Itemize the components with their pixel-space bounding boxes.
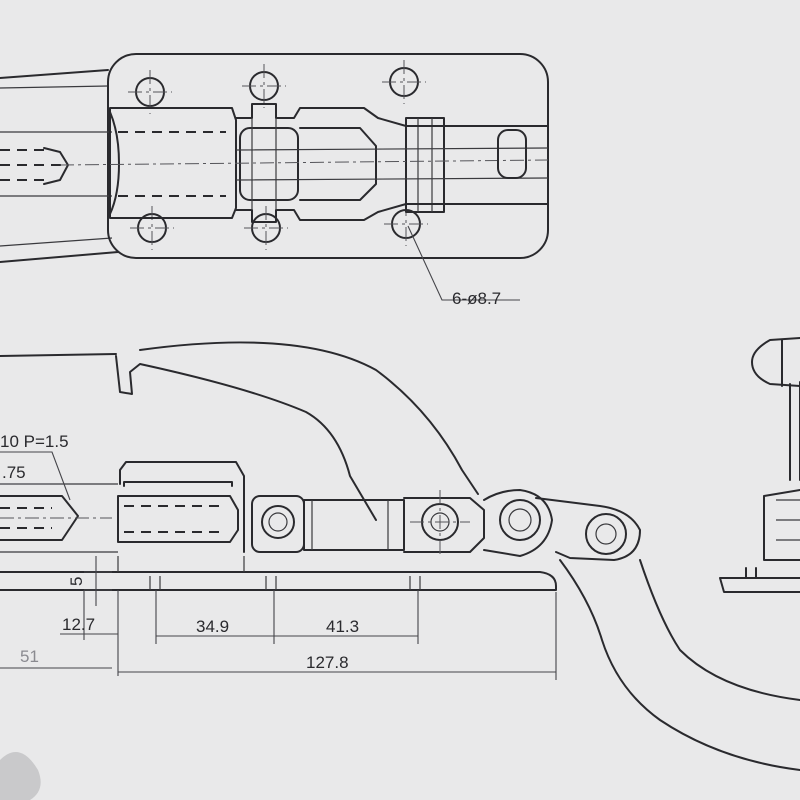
dim-12-7-lines — [60, 590, 119, 676]
end-view-post — [789, 381, 800, 481]
arm-pivot-pin — [499, 499, 541, 541]
mounting-hole — [130, 206, 174, 250]
lever-arm — [535, 497, 641, 561]
dimensions: 10 P=1.5 .75 5 12.7 51 34.9 41.3 127.8 — [0, 432, 557, 680]
dim-34-9-lines — [155, 590, 275, 644]
dim-51-label: 51 — [20, 647, 39, 666]
thread-depth-label: .75 — [2, 463, 26, 482]
middle-link-lines — [311, 500, 389, 550]
top-view: 6-ø8.7 — [0, 53, 549, 308]
dim-5-lines — [84, 556, 112, 606]
swept-handle-upper — [559, 559, 800, 771]
dim-127-8-lines — [118, 592, 557, 680]
base-hole-marks — [149, 576, 421, 590]
end-view-base — [719, 577, 800, 593]
hole-spec-label: 6-ø8.7 — [452, 289, 501, 308]
base-ticks — [117, 556, 245, 572]
end-view-feet — [745, 567, 757, 579]
plunger-guide — [117, 495, 239, 543]
mounting-hole — [242, 64, 286, 108]
base-plate-outline — [107, 53, 549, 259]
body-housing — [119, 461, 245, 553]
top-handle-inner-edge — [0, 85, 109, 89]
mounting-hole — [382, 60, 426, 104]
thread-spec-label: 10 P=1.5 — [0, 432, 69, 451]
swept-handle-lower — [639, 559, 800, 701]
paper-smudge — [0, 752, 41, 800]
arm-pivot-pin-inner — [508, 508, 532, 532]
end-view-body — [763, 489, 800, 561]
end-view-knob — [751, 337, 800, 387]
dim-34-9-label: 34.9 — [196, 617, 229, 636]
arm-centerline-edges — [235, 147, 549, 181]
side-view — [0, 341, 800, 771]
link-lower-outline — [235, 203, 549, 223]
end-view-details — [776, 499, 800, 541]
lever-end-pin-inner — [595, 523, 617, 545]
arm-pivot-lug — [483, 489, 553, 557]
mounting-hole — [128, 70, 172, 114]
front-link — [251, 495, 305, 553]
handle-lever-outline — [115, 355, 377, 521]
threaded-stud-side — [0, 495, 112, 541]
top-handle-lower-edge — [0, 251, 119, 263]
link-inner — [299, 127, 377, 201]
pivot-lines — [251, 118, 277, 210]
mounting-hole — [244, 206, 288, 250]
link-upper-outline — [235, 103, 549, 127]
rear-pivot-centerline — [410, 490, 470, 556]
top-handle-upper-edge — [0, 69, 109, 79]
base-plate-side — [0, 571, 557, 591]
thread-leader — [0, 451, 71, 501]
pivot-block — [239, 127, 299, 201]
main-centerline — [59, 159, 549, 166]
plunger-end-curve — [109, 111, 120, 215]
dim-41-3-lines — [274, 590, 419, 644]
handle-top-edge — [0, 353, 117, 357]
guide-top — [123, 481, 233, 487]
front-pivot-pin-inner — [268, 512, 288, 532]
guide-bore — [124, 505, 224, 533]
threaded-stud-top — [0, 147, 69, 185]
pivot-lines-2 — [417, 118, 433, 212]
rear-link — [403, 497, 485, 553]
plunger-body-top — [109, 107, 237, 219]
dim-12-7-label: 12.7 — [62, 615, 95, 634]
dim-127-8-label: 127.8 — [306, 653, 349, 672]
handle-upper-curve — [139, 341, 479, 495]
middle-link — [303, 499, 405, 551]
top-handle-inner-edge-2 — [0, 237, 113, 247]
rear-pivot-block — [405, 125, 445, 205]
lever-end-pin — [585, 513, 627, 555]
hole-spec-leader — [407, 225, 520, 301]
front-pivot-pin — [261, 505, 295, 539]
dim-5-label: 5 — [67, 577, 86, 586]
end-view — [719, 337, 800, 593]
slot — [497, 129, 527, 179]
dim-41-3-label: 41.3 — [326, 617, 359, 636]
